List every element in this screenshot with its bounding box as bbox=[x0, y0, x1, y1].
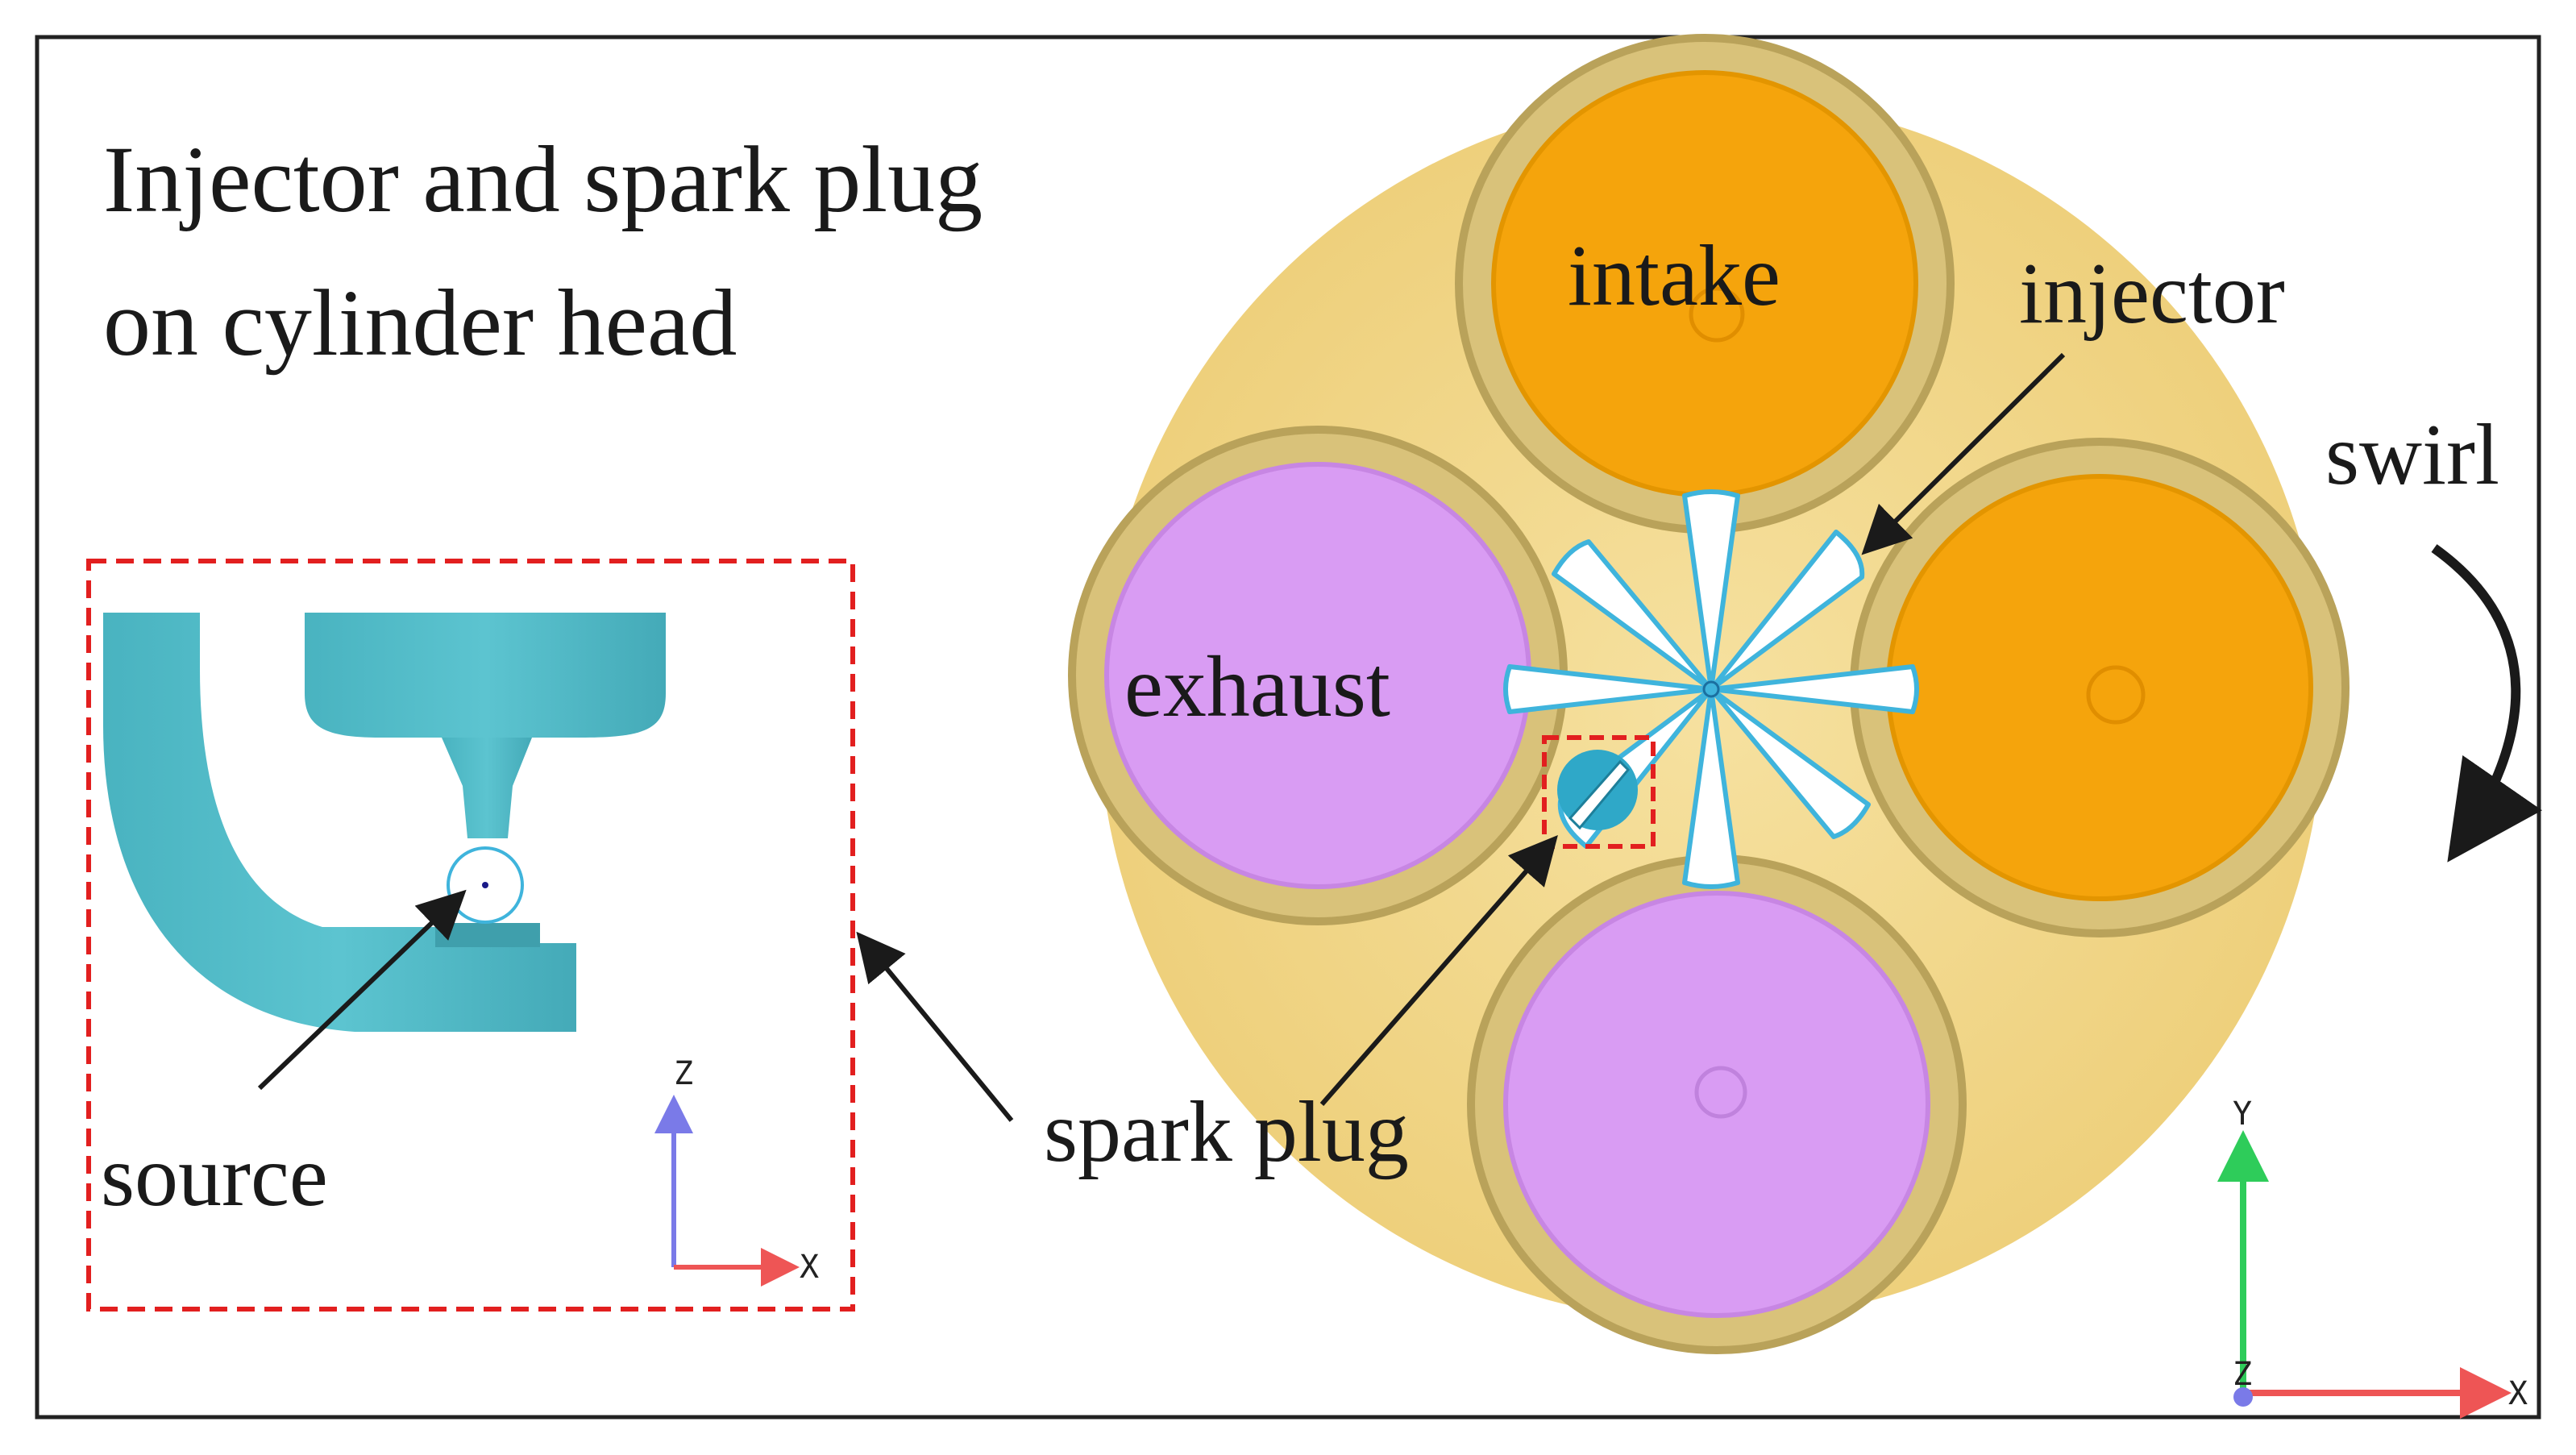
swirl-arrow bbox=[2431, 544, 2542, 863]
valve-stem-right bbox=[2086, 665, 2146, 725]
label-injector: injector bbox=[2019, 246, 2285, 342]
main-axis-triad: Y X Z bbox=[2217, 1095, 2528, 1419]
main-y-axis-label: Y bbox=[2233, 1095, 2252, 1133]
spray-plume bbox=[1709, 664, 1919, 714]
label-spark-plug: spark plug bbox=[1044, 1084, 1409, 1180]
main-z-axis-label: Z bbox=[2233, 1356, 2252, 1393]
valve-stem-top bbox=[1689, 286, 1745, 343]
title-line-1: Injector and spark plug bbox=[103, 127, 983, 232]
spark-plug-highlight-box bbox=[1542, 735, 1656, 849]
electrode-pad bbox=[435, 923, 540, 947]
spark-plug-arrow bbox=[1319, 834, 1558, 1106]
title-line-2: on cylinder head bbox=[103, 270, 737, 376]
inset-arrow bbox=[856, 931, 1014, 1122]
main-z-axis-origin bbox=[2233, 1387, 2253, 1407]
label-exhaust: exhaust bbox=[1124, 639, 1390, 735]
inset-detail: Z X bbox=[86, 559, 855, 1312]
spray-plume bbox=[1709, 530, 1865, 692]
inset-x-axis-label: X bbox=[800, 1249, 819, 1286]
label-swirl: swirl bbox=[2325, 407, 2499, 503]
spark-plug-electrode bbox=[1568, 759, 1631, 830]
injector-nozzle bbox=[1702, 680, 1720, 698]
spray-plume bbox=[1682, 687, 1740, 889]
center-electrode-body bbox=[305, 613, 666, 738]
label-source: source bbox=[101, 1129, 328, 1224]
label-intake: intake bbox=[1568, 228, 1780, 324]
spray-plume bbox=[1682, 489, 1740, 692]
spray-plume bbox=[1552, 539, 1714, 692]
ignition-source-center bbox=[482, 882, 488, 888]
center-electrode-neck bbox=[442, 738, 532, 838]
ground-electrode-arm bbox=[103, 613, 576, 1032]
spark-plug bbox=[1542, 735, 1656, 849]
main-x-axis-label: X bbox=[2508, 1375, 2528, 1412]
exhaust-valve-bottom bbox=[1503, 891, 1930, 1318]
inset-z-axis-label: Z bbox=[674, 1055, 693, 1092]
spray-plume bbox=[1503, 664, 1714, 714]
source-arrow bbox=[257, 889, 467, 1091]
injector-arrow bbox=[1861, 352, 2066, 555]
spray-plume bbox=[1709, 687, 1871, 839]
valve-stem-bottom bbox=[1694, 1066, 1747, 1119]
intake-valve-right bbox=[1886, 474, 2313, 901]
